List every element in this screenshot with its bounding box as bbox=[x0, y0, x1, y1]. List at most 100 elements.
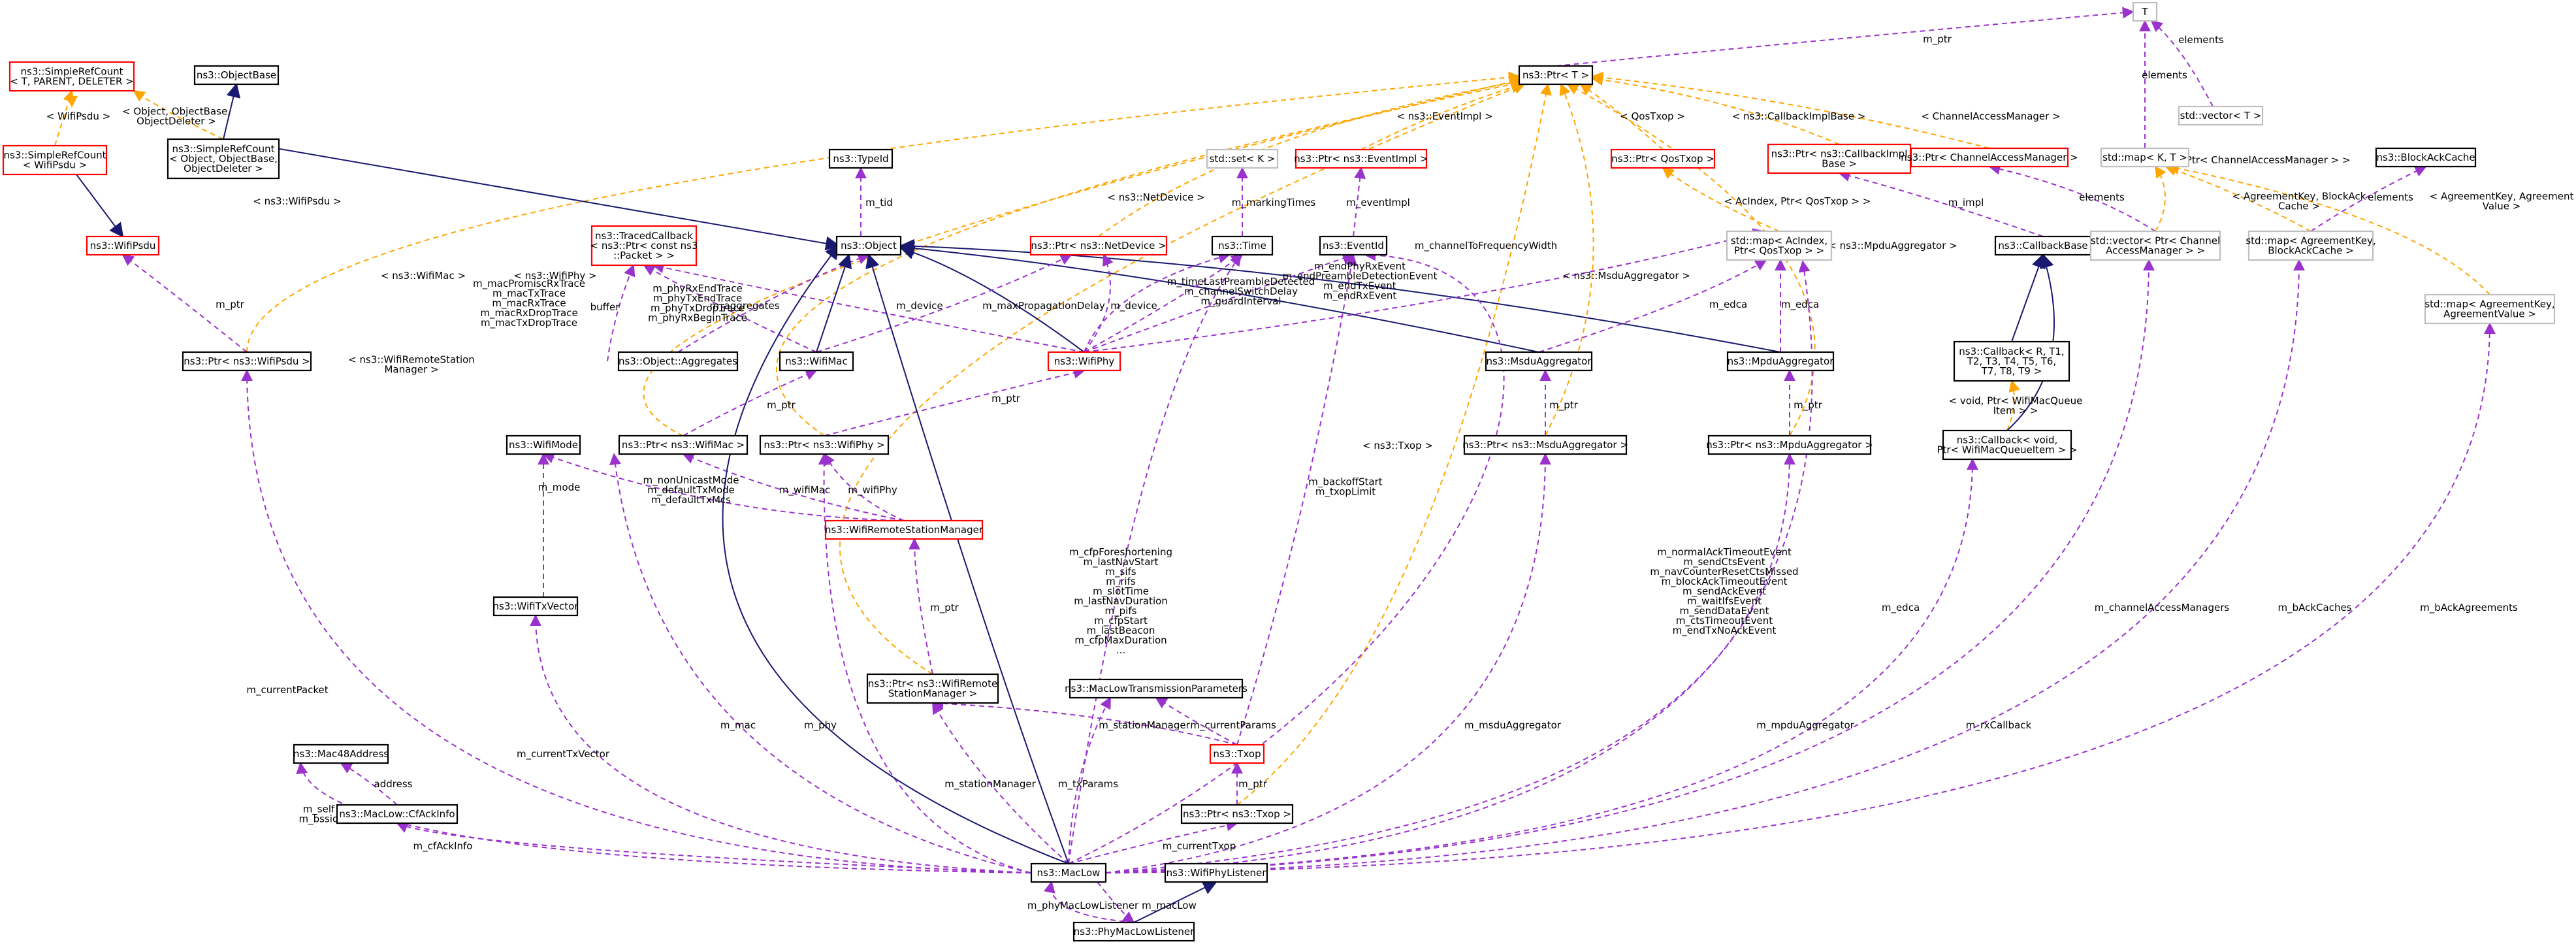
node-label-line: ns3::TracedCallback bbox=[595, 230, 693, 242]
node-blockackcache[interactable]: ns3::BlockAckCache bbox=[2375, 147, 2477, 168]
node-std-map-k-t[interactable]: std::map< K, T > bbox=[2100, 147, 2190, 168]
node-label: ns3::Object::Aggregates bbox=[619, 355, 737, 367]
node-simplerefcount-object[interactable]: ns3::SimpleRefCount< Object, ObjectBase,… bbox=[167, 138, 280, 180]
edge-label-line: m_phy bbox=[804, 719, 837, 732]
node-ptr-wifimac[interactable]: ns3::Ptr< ns3::WifiMac > bbox=[618, 434, 749, 455]
node-ptr-channelaccessmanager[interactable]: ns3::Ptr< ChannelAccessManager > bbox=[1901, 147, 2078, 168]
template-edge bbox=[1591, 71, 1990, 149]
edge-label-m-edca-maclow: m_edca bbox=[1882, 602, 1920, 614]
node-ptr-qostxop[interactable]: ns3::Ptr< QosTxop > bbox=[1610, 148, 1716, 169]
node-wifipsdu[interactable]: ns3::WifiPsdu bbox=[86, 235, 160, 256]
inheritance-edge bbox=[865, 253, 1069, 864]
node-callbackbase[interactable]: ns3::CallbackBase bbox=[1994, 235, 2092, 256]
edge-label-line: m_msduAggregator bbox=[1464, 719, 1562, 732]
node-phymaclowlistener[interactable]: ns3::PhyMacLowListener bbox=[1072, 921, 1195, 942]
node-label-line: ObjectDeleter > bbox=[184, 163, 263, 174]
edge-label-line: m_eventImpl bbox=[1346, 197, 1410, 209]
node-ptr-msduaggregator[interactable]: ns3::Ptr< ns3::MsduAggregator > bbox=[1462, 434, 1628, 455]
edge-label-line: m_macTxDropTrace bbox=[481, 317, 577, 329]
edge-label-address: address bbox=[374, 778, 413, 790]
node-std-map-agreementkey-agreementvalue[interactable]: std::map< AgreementKey,AgreementValue > bbox=[2424, 293, 2556, 325]
node-ptr-mpduaggregator[interactable]: ns3::Ptr< ns3::MpduAggregator > bbox=[1706, 434, 1873, 455]
node-wifiphylistener[interactable]: ns3::WifiPhyListener bbox=[1164, 862, 1268, 883]
node-box bbox=[590, 225, 698, 267]
node-box bbox=[1069, 678, 1244, 699]
node-simplerefcount-t[interactable]: ns3::SimpleRefCount< T, PARENT, DELETER … bbox=[8, 61, 135, 92]
node-wifitxvector[interactable]: ns3::WifiTxVector bbox=[493, 596, 579, 617]
edge-label-elements-map: elements bbox=[2142, 69, 2187, 81]
node-tracedcallback[interactable]: ns3::TracedCallback< ns3::Ptr< const ns3… bbox=[590, 225, 698, 267]
node-callback-void-wifimacqueueitem[interactable]: ns3::Callback< void,Ptr< WifiMacQueueIte… bbox=[1937, 429, 2078, 461]
node-label: ns3::SimpleRefCount< Object, ObjectBase,… bbox=[169, 143, 278, 174]
edge-label-m-aggregates: m_aggregates bbox=[709, 300, 779, 312]
node-label: ns3::WifiPsdu bbox=[90, 240, 156, 252]
node-ptr-wifipsdu[interactable]: ns3::Ptr< ns3::WifiPsdu > bbox=[182, 351, 312, 372]
edge-label-line: m_rifs bbox=[1106, 576, 1136, 588]
node-txop[interactable]: ns3::Txop bbox=[1209, 743, 1265, 764]
node-std-map-agreementkey-blockackcache[interactable]: std::map< AgreementKey,BlockAckCache > bbox=[2246, 230, 2376, 261]
node-label-line: ns3::WifiPsdu bbox=[90, 240, 156, 252]
node-mpduaggregator[interactable]: ns3::MpduAggregator bbox=[1726, 351, 1835, 372]
node-object[interactable]: ns3::Object bbox=[835, 235, 902, 256]
node-maclow-cfackinfo[interactable]: ns3::MacLow::CfAckInfo bbox=[336, 804, 459, 824]
node-label-line: ns3::Callback< R, T1, bbox=[1959, 346, 2064, 357]
node-wifimac[interactable]: ns3::WifiMac bbox=[779, 351, 854, 372]
node-label: std::map< AcIndex,Ptr< QosTxop > > bbox=[1731, 235, 1827, 257]
node-simplerefcount-wifipsdu[interactable]: ns3::SimpleRefCount< WifiPsdu > bbox=[2, 144, 108, 176]
node-label-line: ns3::Object::Aggregates bbox=[619, 355, 737, 367]
node-box bbox=[1029, 235, 1168, 256]
node-wifiphy[interactable]: ns3::WifiPhy bbox=[1047, 351, 1121, 372]
node-label: ns3::Ptr< ns3::EventImpl > bbox=[1294, 153, 1428, 165]
usage-edge bbox=[677, 253, 870, 353]
node-mac48address[interactable]: ns3::Mac48Address bbox=[293, 743, 389, 764]
node-wifimode[interactable]: ns3::WifiMode bbox=[506, 434, 581, 455]
edge-label-line: m_phyRxEndTrace bbox=[652, 283, 743, 295]
node-box bbox=[2, 144, 108, 176]
node-wifiremotestationmanager[interactable]: ns3::WifiRemoteStationManager bbox=[824, 519, 984, 540]
node-time[interactable]: ns3::Time bbox=[1211, 235, 1274, 256]
node-label: ns3::CallbackBase bbox=[1998, 240, 2087, 252]
usage-edge bbox=[1044, 881, 1135, 923]
node-maclow[interactable]: ns3::MacLow bbox=[1030, 862, 1107, 883]
edge-label-m-device-mac: m_device bbox=[896, 300, 942, 312]
node-ptr-netdevice[interactable]: ns3::Ptr< ns3::NetDevice > bbox=[1029, 235, 1168, 256]
node-typeid[interactable]: ns3::TypeId bbox=[828, 148, 894, 169]
node-label-line: ns3::Ptr< ns3::WifiPhy > bbox=[764, 439, 884, 451]
node-objectbase[interactable]: ns3::ObjectBase bbox=[193, 65, 280, 86]
node-callback-r-t1[interactable]: ns3::Callback< R, T1,T2, T3, T4, T5, T6,… bbox=[1953, 340, 2070, 382]
node-box bbox=[2247, 230, 2374, 261]
node-t[interactable]: T bbox=[2132, 1, 2158, 22]
node-ptr-eventimpl[interactable]: ns3::Ptr< ns3::EventImpl > bbox=[1294, 148, 1428, 169]
node-ptr-wifiphy[interactable]: ns3::Ptr< ns3::WifiPhy > bbox=[759, 434, 890, 455]
edge-label-tmpl-callbackimplbase: < ns3::CallbackImplBase > bbox=[1732, 110, 1866, 122]
node-box bbox=[8, 61, 135, 92]
node-eventid[interactable]: ns3::EventId bbox=[1319, 235, 1388, 256]
edge-label-m-channelaccessmanagers: m_channelAccessManagers bbox=[2095, 602, 2230, 614]
node-box bbox=[828, 148, 894, 169]
node-msduaggregator[interactable]: ns3::MsduAggregator bbox=[1485, 351, 1593, 372]
node-label: ns3::Ptr< ns3::Txop > bbox=[1183, 808, 1291, 820]
usage-edge bbox=[1105, 322, 2496, 873]
node-label-line: AccessManager > > bbox=[2106, 245, 2205, 257]
node-ptr-txop[interactable]: ns3::Ptr< ns3::Txop > bbox=[1180, 804, 1294, 824]
node-std-map-acindex-qostxop[interactable]: std::map< AcIndex,Ptr< QosTxop > > bbox=[1726, 230, 1833, 261]
node-ptr-t[interactable]: ns3::Ptr< T > bbox=[1518, 65, 1594, 86]
node-maclowtransmissionparameters[interactable]: ns3::MacLowTransmissionParameters bbox=[1065, 678, 1248, 699]
node-object-aggregates[interactable]: ns3::Object::Aggregates bbox=[617, 351, 739, 372]
edge-label-buffer: buffer bbox=[590, 301, 620, 313]
node-box bbox=[1518, 65, 1594, 86]
template-edge bbox=[775, 78, 1523, 436]
node-label: ns3::Ptr< ns3::WifiMac > bbox=[622, 439, 745, 451]
node-std-set-k[interactable]: std::set< K > bbox=[1206, 148, 1279, 169]
node-box bbox=[1953, 340, 2070, 382]
edge-label-line: < WifiPsdu > bbox=[46, 110, 110, 122]
node-std-vector-t[interactable]: std::vector< T > bbox=[2178, 105, 2264, 126]
